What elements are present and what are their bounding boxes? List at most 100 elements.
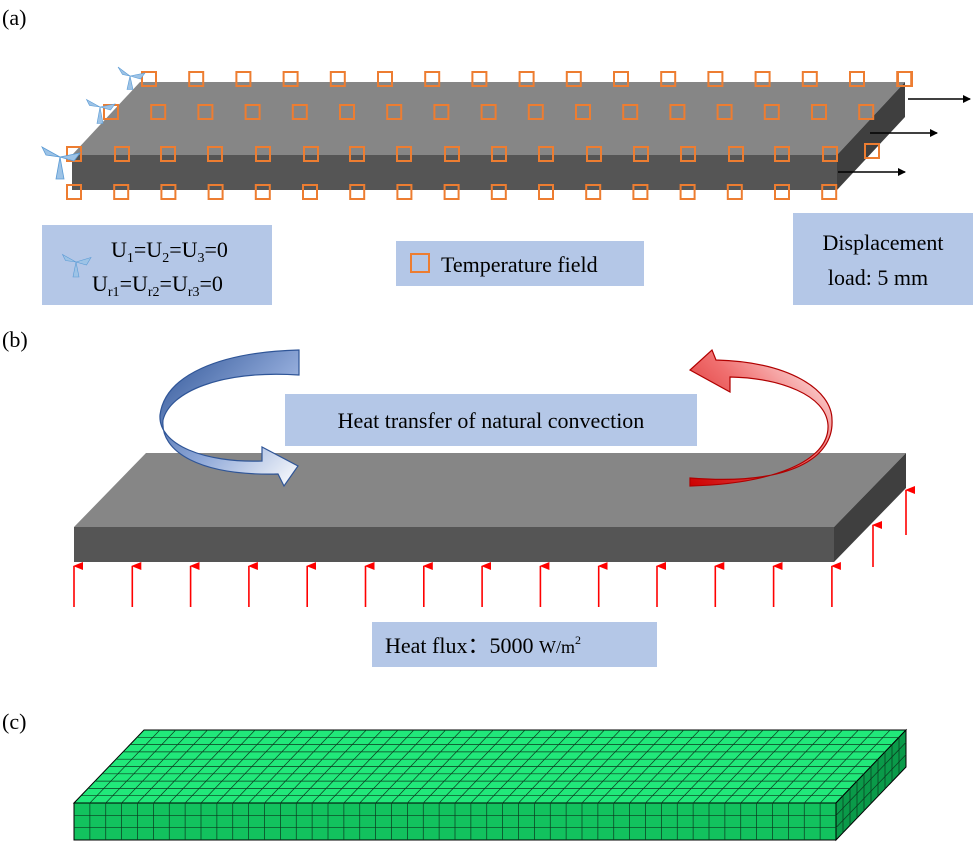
temperature-legend-text: Temperature field: [441, 252, 598, 277]
temperature-marker-icon: [821, 184, 838, 200]
temperature-marker-icon: [396, 146, 412, 162]
temperature-marker-icon: [443, 184, 460, 200]
temperature-marker-icon: [235, 71, 252, 87]
temperature-marker-icon: [726, 184, 743, 200]
temperature-marker-icon: [774, 146, 790, 162]
temperature-legend-box: [396, 241, 644, 286]
temperature-marker-icon: [433, 104, 450, 120]
temperature-marker-icon: [490, 184, 507, 200]
temperature-marker-icon: [633, 146, 649, 162]
temperature-marker-icon: [141, 71, 157, 87]
temperature-marker-icon: [410, 253, 430, 273]
panel-a: (a) U1=U2=U3=0 Ur1=Ur2=Ur3=0: [2, 5, 973, 305]
temperature-marker-icon: [801, 71, 818, 87]
temperature-marker-icon: [160, 184, 177, 200]
temperature-marker-icon: [444, 146, 460, 162]
temperature-marker-icon: [669, 104, 686, 120]
panel-c-label: (c): [2, 709, 26, 734]
temperature-marker-icon: [679, 184, 696, 200]
temperature-marker-icon: [518, 71, 535, 87]
translation-constraint-text: U1=U2=U3=0: [111, 237, 228, 266]
temperature-marker-icon: [471, 71, 488, 87]
temperature-marker-icon: [538, 184, 554, 200]
temperature-marker-icon: [811, 104, 827, 120]
temperature-marker-icon: [716, 104, 733, 120]
temperature-marker-icon: [349, 146, 365, 162]
temperature-marker-icon: [822, 146, 838, 162]
fixed-constraint-icon: [117, 66, 146, 90]
temperature-marker-icon: [849, 71, 865, 87]
temperature-marker-icon: [575, 104, 591, 120]
temperature-marker-icon: [255, 146, 271, 162]
panel-b-label: (b): [2, 327, 28, 352]
temperature-marker-icon: [763, 104, 780, 120]
temperature-marker-icon: [585, 184, 602, 200]
temperature-marker-icon: [339, 104, 355, 120]
temperature-marker-icon: [349, 184, 366, 200]
temperature-marker-icon: [680, 146, 696, 162]
fixed-constraint-icon: [85, 98, 116, 124]
convection-label-box: [285, 394, 697, 446]
panel-c: (c): [2, 709, 908, 842]
temperature-marker-grid: [66, 71, 913, 200]
temperature-marker-icon: [728, 146, 744, 162]
heat-flux-label-text: Heat flux：5000 W/m2: [385, 633, 581, 658]
temperature-marker-icon: [774, 184, 790, 200]
temperature-marker-icon: [113, 184, 130, 200]
temperature-marker-icon: [302, 184, 318, 200]
temperature-marker-icon: [754, 71, 771, 87]
temperature-marker-icon: [586, 146, 602, 162]
temperature-marker-icon: [66, 184, 82, 200]
temperature-marker-icon: [613, 71, 629, 87]
temperature-marker-icon: [864, 143, 880, 159]
temperature-marker-icon: [303, 146, 319, 162]
temperature-marker-icon: [527, 104, 544, 120]
temperature-marker-icon: [254, 184, 271, 200]
temperature-marker-icon: [386, 104, 403, 120]
temperature-marker-icon: [114, 146, 130, 162]
temperature-marker-icon: [565, 71, 582, 87]
temperature-marker-icon: [160, 146, 176, 162]
temperature-marker-icon: [660, 71, 677, 87]
temperature-marker-icon: [707, 71, 724, 87]
temperature-marker-icon: [491, 146, 507, 162]
rotation-constraint-text: Ur1=Ur2=Ur3=0: [92, 271, 223, 300]
fixed-constraint-box: [42, 225, 272, 305]
finite-element-mesh: [74, 729, 907, 840]
temperature-marker-icon: [858, 104, 875, 120]
temperature-marker-icon: [377, 71, 393, 87]
temperature-marker-icon: [291, 104, 308, 120]
temperature-marker-icon: [632, 184, 649, 200]
temperature-marker-icon: [197, 104, 214, 120]
temperature-marker-icon: [538, 146, 554, 162]
temperature-marker-icon: [188, 71, 205, 87]
panel-a-label: (a): [2, 5, 26, 30]
convection-arrow-icon: [688, 348, 833, 487]
temperature-marker-icon: [897, 71, 913, 87]
temperature-marker-icon: [207, 184, 224, 200]
panel-b: (b) Heat transfer of natural convection …: [2, 327, 915, 667]
temperature-marker-icon: [150, 104, 167, 120]
displacement-label-line1: Displacement: [823, 230, 944, 255]
temperature-marker-icon: [207, 146, 223, 162]
plate-b-front: [74, 527, 834, 562]
temperature-marker-icon: [244, 104, 261, 120]
temperature-marker-icon: [396, 184, 413, 200]
displacement-load-box: [793, 213, 973, 305]
fixed-constraint-icon: [41, 146, 81, 180]
plate-b-side: [834, 453, 906, 562]
heat-flux-arrow-group: [73, 486, 915, 607]
temperature-marker-icon: [424, 71, 441, 87]
fixed-constraint-legend-icon: [61, 253, 92, 278]
temperature-marker-icon: [622, 104, 639, 120]
plate-a-front: [72, 155, 837, 190]
convection-arrow-icon: [159, 349, 300, 488]
heat-flux-label-box: [372, 622, 657, 667]
displacement-label-line2: load: 5 mm: [828, 265, 928, 290]
temperature-marker-icon: [480, 104, 497, 120]
temperature-marker-icon: [282, 71, 299, 87]
temperature-marker-icon: [329, 71, 346, 87]
plate-a-side: [837, 82, 905, 190]
convection-label-text: Heat transfer of natural convection: [338, 408, 645, 433]
